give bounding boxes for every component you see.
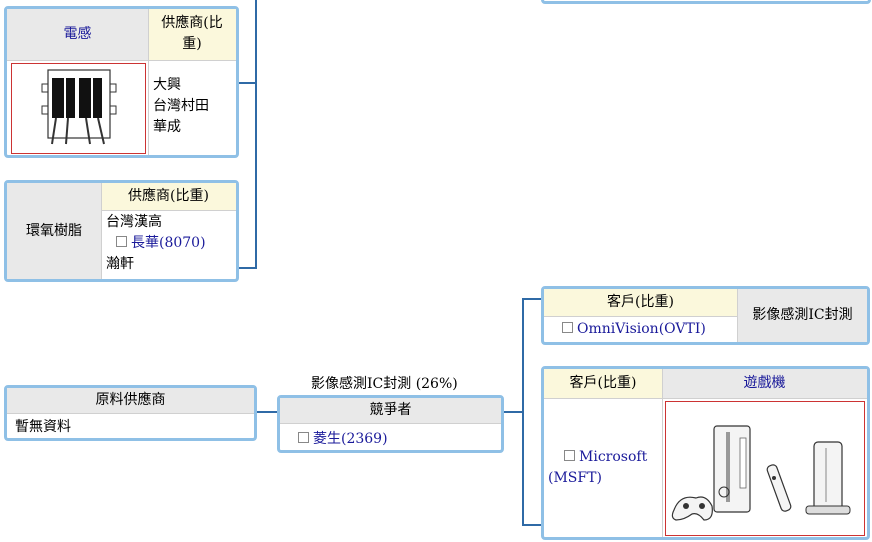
sensor-customer-header: 客戶(比重) — [544, 289, 737, 316]
connector-vertical-right — [522, 298, 524, 526]
inductor-supplier-1: 大興 — [153, 77, 181, 93]
game-console-icon — [671, 425, 851, 521]
sensor-customer-checkbox[interactable] — [562, 321, 573, 333]
connector-epoxy — [238, 267, 257, 269]
connector-raw-to-center — [256, 411, 278, 413]
top-right-partial-box — [541, 0, 871, 4]
connector-inductor — [238, 82, 257, 84]
competitor-link[interactable]: 菱生(2369) — [313, 431, 388, 447]
game-customer-box: 客戶(比重) 遊戲機 Microsoft (MSFT) — [541, 366, 870, 540]
connector-center-to-right — [503, 411, 524, 413]
sensor-side-label: 影像感測IC封測 — [738, 289, 867, 342]
epoxy-supplier-2: 長華(8070) — [106, 233, 236, 254]
game-console-image — [665, 401, 865, 536]
sensor-customer-link[interactable]: OmniVision(OVTI) — [577, 321, 706, 337]
raw-material-header: 原料供應商 — [7, 388, 254, 413]
inductor-supplier-2: 台灣村田 — [153, 98, 209, 114]
epoxy-supplier-list: 台灣漢高 長華(8070) 瀚軒 — [106, 212, 236, 275]
epoxy-supplier-header: 供應商(比重) — [101, 183, 236, 210]
game-customer-header: 客戶(比重) — [544, 369, 662, 398]
epoxy-supplier-2-checkbox[interactable] — [116, 235, 127, 247]
epoxy-supplier-1: 台灣漢高 — [106, 214, 162, 230]
game-customer-link-line2[interactable]: (MSFT) — [548, 470, 602, 486]
inductor-supplier-header: 供應商(比重) — [148, 9, 236, 60]
epoxy-title: 環氧樹脂 — [7, 183, 101, 279]
connector-vertical-left — [255, 0, 257, 268]
epoxy-supplier-3: 瀚軒 — [106, 256, 134, 272]
game-customer-link-line1[interactable]: Microsoft — [579, 449, 648, 465]
competitor-header: 競爭者 — [280, 398, 501, 423]
connector-game-customer — [522, 524, 544, 526]
sensor-customer-item: OmniVision(OVTI) — [562, 321, 706, 337]
game-category-title: 遊戲機 — [662, 369, 867, 398]
center-box: 競爭者 菱生(2369) — [277, 395, 504, 453]
game-customer-checkbox[interactable] — [564, 449, 575, 461]
raw-material-value: 暫無資料 — [15, 419, 71, 435]
epoxy-supplier-2-link[interactable]: 長華(8070) — [131, 235, 206, 251]
raw-material-box: 原料供應商 暫無資料 — [4, 385, 257, 441]
center-title: 影像感測IC封測 (26%) — [311, 376, 458, 392]
inductor-box: 電感 供應商(比重) 大興 台灣村田 華成 — [4, 6, 239, 158]
inductor-icon — [41, 69, 117, 145]
epoxy-box: 環氧樹脂 供應商(比重) 台灣漢高 長華(8070) 瀚軒 — [4, 180, 239, 282]
inductor-supplier-3: 華成 — [153, 119, 181, 135]
inductor-supplier-list: 大興 台灣村田 華成 — [153, 75, 235, 138]
sensor-customer-box: 客戶(比重) OmniVision(OVTI) 影像感測IC封測 — [541, 286, 870, 345]
competitor-checkbox[interactable] — [298, 431, 309, 443]
game-customer-item: Microsoft (MSFT) — [548, 447, 660, 489]
connector-sensor-customer — [522, 298, 544, 300]
inductor-title: 電感 — [7, 9, 148, 60]
competitor-item: 菱生(2369) — [298, 428, 388, 448]
inductor-image — [11, 63, 146, 154]
